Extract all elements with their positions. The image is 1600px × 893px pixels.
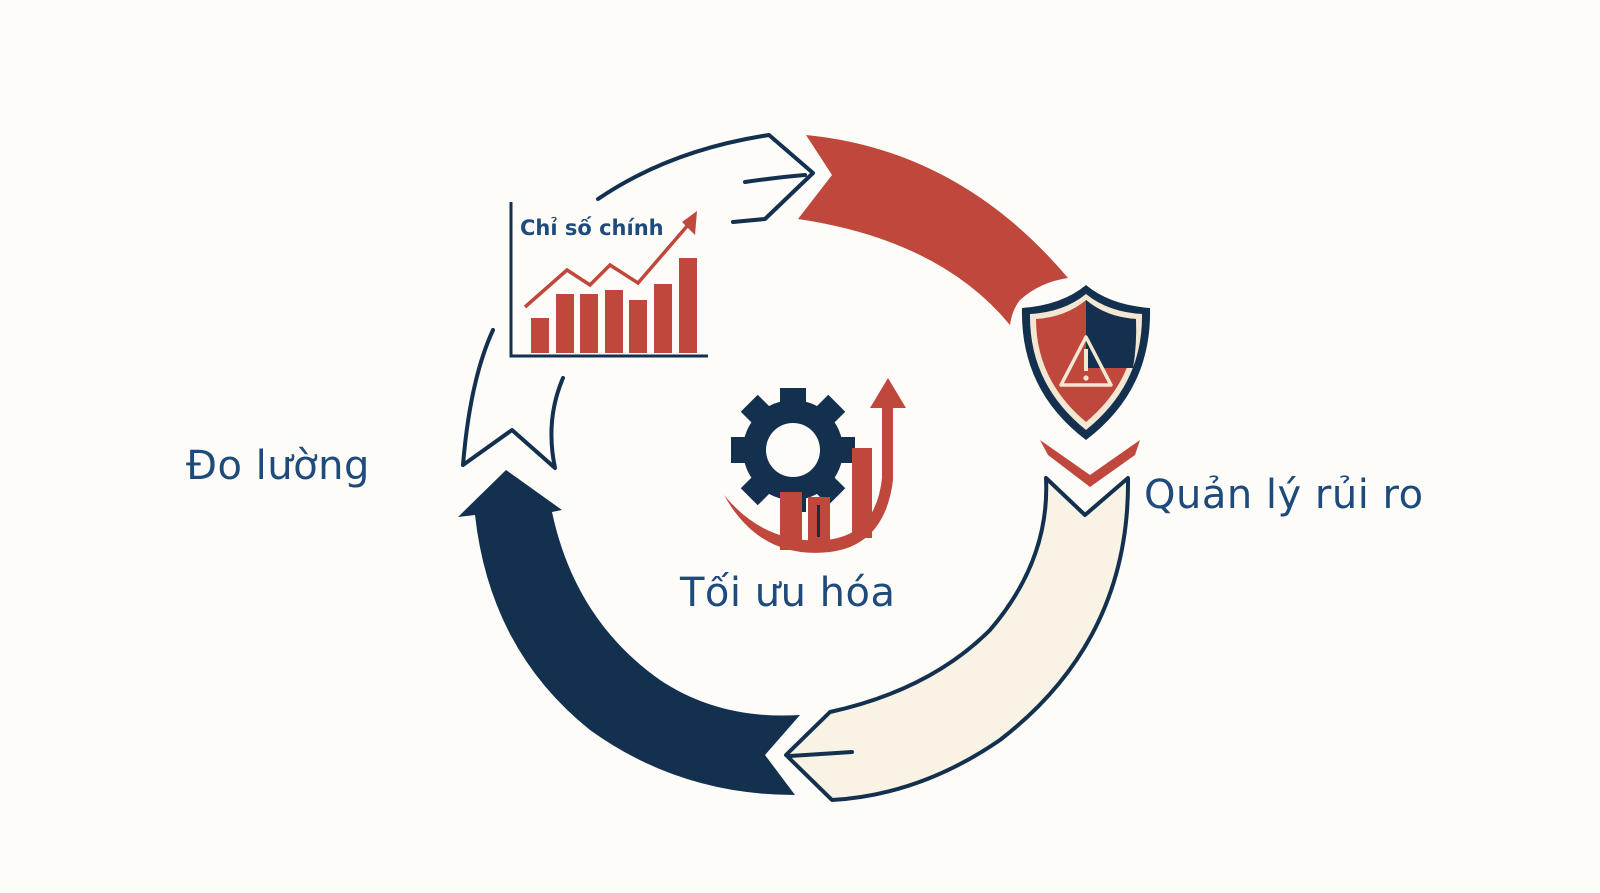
red-arrow-top-right (798, 135, 1068, 325)
cream-arrow-right (784, 476, 1131, 802)
cream-arrow-inner-line (788, 750, 854, 758)
red-chevron (1040, 440, 1140, 487)
navy-arrow-bottom-left (458, 470, 800, 795)
stage-label-optimization: Tối ưu hóa (680, 570, 896, 616)
outline-arrow-top-left (461, 133, 815, 470)
shield-warning-icon (1021, 285, 1151, 440)
stage-label-measure: Đo lường (186, 443, 370, 489)
stage-label-risk-management: Quản lý rủi ro (1144, 472, 1424, 518)
chart-title: Chỉ số chính (520, 216, 664, 240)
gear-growth-icon (724, 378, 906, 553)
bar-chart-icon (505, 202, 710, 358)
